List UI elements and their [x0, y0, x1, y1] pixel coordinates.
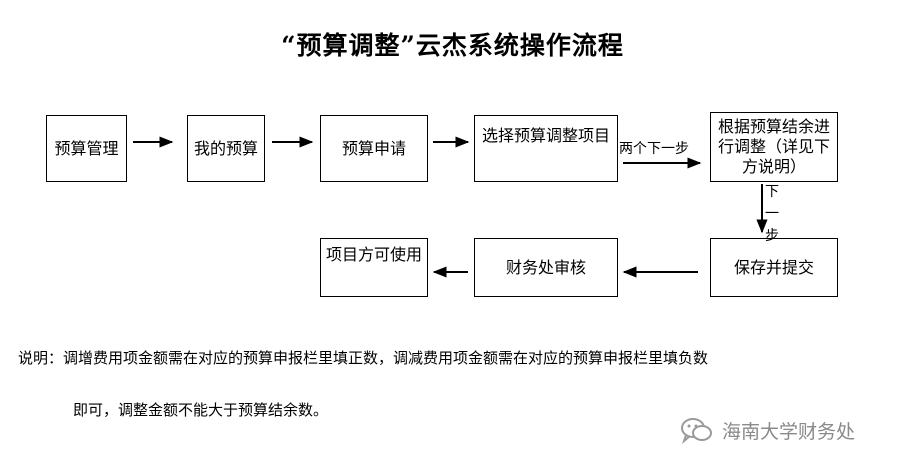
edge-label-next-vertical: 下一步: [765, 184, 779, 244]
step-my-budget: 我的预算: [187, 115, 265, 182]
step-adjust-by-balance: 根据预算结余进行调整（详见下方说明）: [710, 112, 838, 182]
step-budget-application: 预算申请: [320, 115, 428, 182]
step-label: 预算申请: [341, 138, 406, 158]
step-label: 选择预算调整项目: [481, 126, 610, 145]
watermark-text: 海南大学财务处: [722, 420, 856, 443]
step-label: 保存并提交: [733, 257, 814, 277]
step-label: 项目方可使用: [325, 245, 422, 264]
step-label: 预算管理: [54, 138, 119, 158]
edge-label-two-next: 两个下一步: [619, 141, 689, 157]
wechat-icon: [681, 418, 712, 444]
note-line-2: 即可，调整金额不能大于预算结余数。: [73, 401, 329, 419]
note-line-1: 说明：调增费用项金额需在对应的预算申报栏里填正数，调减费用项金额需在对应的预算申…: [18, 349, 709, 367]
page-title: “预算调整”云杰系统操作流程: [281, 31, 624, 60]
step-label: 我的预算: [193, 138, 258, 158]
step-finance-review: 财务处审核: [474, 238, 618, 297]
step-select-adjust-item: 选择预算调整项目: [474, 115, 618, 182]
watermark: 海南大学财务处: [680, 416, 855, 444]
step-label: 根据预算结余进行调整（详见下方说明）: [717, 117, 830, 176]
step-save-and-submit: 保存并提交: [710, 238, 838, 297]
step-budget-management: 预算管理: [46, 115, 127, 182]
step-label: 财务处审核: [505, 257, 586, 277]
step-item-usable: 项目方可使用: [320, 238, 428, 297]
